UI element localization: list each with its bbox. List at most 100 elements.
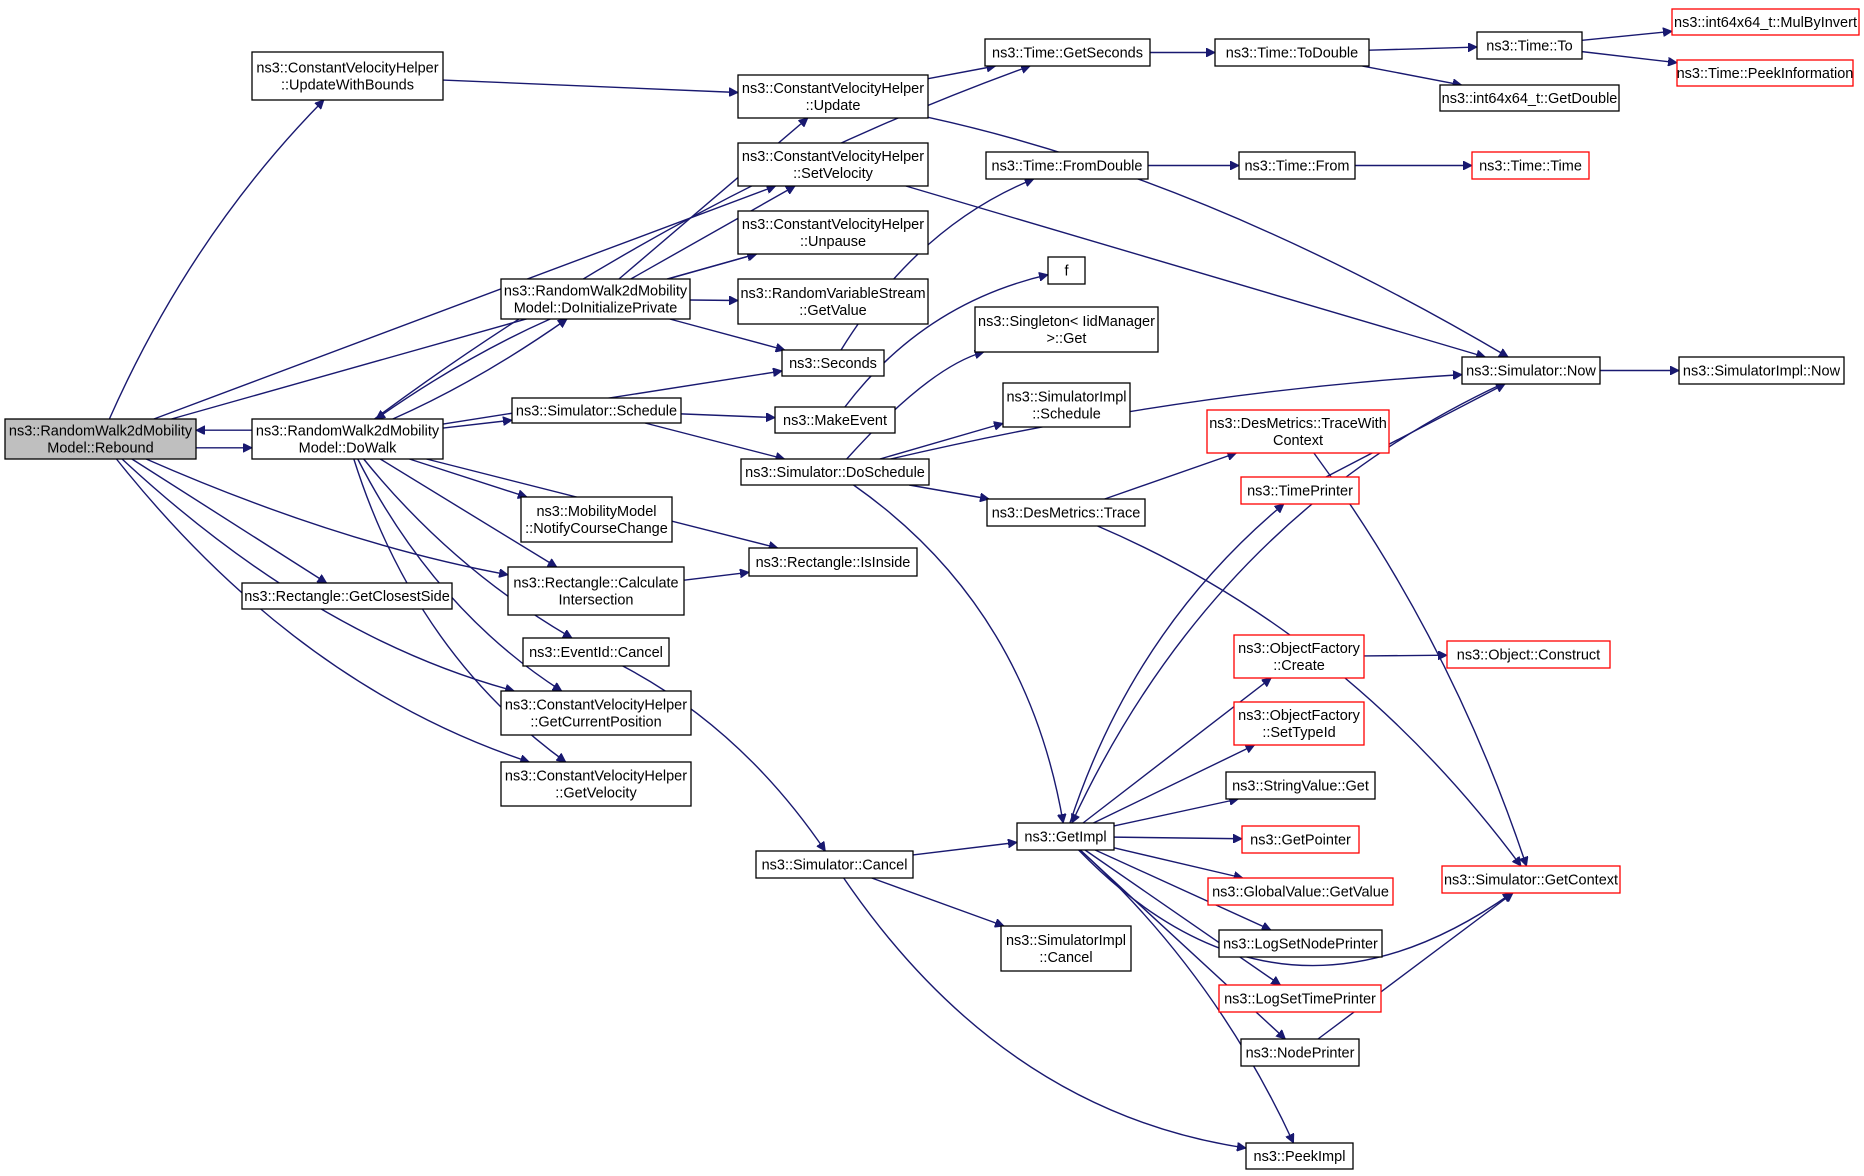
node-box — [1207, 877, 1394, 906]
node-sim-schedule[interactable]: ns3::Simulator::Schedule — [511, 397, 682, 424]
node-cvh-getvelocity[interactable]: ns3::ConstantVelocityHelper::GetVelocity — [500, 761, 692, 807]
edge-time_todouble-to-time_to — [1368, 47, 1477, 50]
node-logsetnodeprinter[interactable]: ns3::LogSetNodePrinter — [1218, 929, 1383, 958]
node-objfactory-settypeid[interactable]: ns3::ObjectFactory::SetTypeId — [1233, 701, 1365, 746]
node-timeprinter[interactable]: ns3::TimePrinter — [1240, 476, 1360, 505]
node-label: ns3::SimulatorImpl — [1006, 933, 1126, 949]
edge-sim_doschedule-to-singleton_get — [846, 352, 984, 460]
node-int64-mulbyinvert[interactable]: ns3::int64x64_t::MulByInvert — [1671, 8, 1860, 36]
node-label: ns3::ConstantVelocityHelper — [256, 61, 438, 77]
node-simimpl-cancel[interactable]: ns3::SimulatorImpl::Cancel — [1000, 925, 1132, 972]
edge-arrow — [683, 572, 749, 581]
node-object-construct[interactable]: ns3::Object::Construct — [1446, 640, 1611, 669]
node-singleton-get[interactable]: ns3::Singleton< IidManager>::Get — [974, 306, 1159, 353]
node-box — [1047, 256, 1086, 285]
node-time-from[interactable]: ns3::Time::From — [1238, 151, 1356, 180]
node-label: ns3::Simulator::Cancel — [762, 858, 908, 874]
edge-cvh_update-to-sim_now — [927, 116, 1508, 358]
node-eventid-cancel[interactable]: ns3::EventId::Cancel — [522, 637, 670, 667]
edge-getimpl-to-logsetnodeprinter — [1094, 849, 1271, 930]
node-time-fromdouble[interactable]: ns3::Time::FromDouble — [985, 151, 1149, 180]
node-f[interactable]: f — [1047, 256, 1086, 285]
node-cvh-unpause[interactable]: ns3::ConstantVelocityHelper::Unpause — [737, 210, 929, 255]
node-sim-now[interactable]: ns3::Simulator::Now — [1461, 356, 1601, 385]
edge-arrow — [1094, 849, 1271, 930]
node-sim-getcontext[interactable]: ns3::Simulator::GetContext — [1441, 865, 1621, 894]
edge-sim_doschedule-to-getimpl — [853, 484, 1064, 823]
edge-getimpl-to-logsettimeprinter — [1084, 849, 1280, 986]
node-getimpl[interactable]: ns3::GetImpl — [1016, 822, 1115, 851]
node-doinitprivate[interactable]: ns3::RandomWalk2dMobilityModel::DoInitia… — [500, 278, 691, 320]
node-box — [1002, 382, 1131, 428]
edge-arrow — [618, 118, 808, 280]
node-logsettimeprinter[interactable]: ns3::LogSetTimePrinter — [1218, 984, 1382, 1013]
node-label: ns3::GlobalValue::GetValue — [1212, 885, 1389, 901]
edge-arrow — [1362, 65, 1461, 85]
node-notifycoursechange[interactable]: ns3::MobilityModel::NotifyCourseChange — [520, 496, 673, 543]
node-box — [740, 458, 930, 486]
node-label: ns3::StringValue::Get — [1232, 779, 1369, 795]
node-label: ns3::Simulator::DoSchedule — [745, 465, 925, 481]
node-time-to[interactable]: ns3::Time::To — [1476, 31, 1583, 60]
edge-arrow — [669, 318, 785, 350]
node-time-todouble[interactable]: ns3::Time::ToDouble — [1214, 38, 1370, 67]
node-getpointer[interactable]: ns3::GetPointer — [1241, 825, 1360, 854]
node-box — [251, 418, 444, 460]
node-label: ns3::RandomWalk2dMobility — [9, 424, 193, 440]
edge-doinitprivate-to-cvh_unpause — [666, 254, 756, 280]
node-time-time[interactable]: ns3::Time::Time — [1471, 151, 1590, 180]
node-label: ns3::ConstantVelocityHelper — [505, 769, 687, 785]
node-cvh-setvelocity[interactable]: ns3::ConstantVelocityHelper::SetVelocity — [737, 142, 929, 187]
node-peekimpl[interactable]: ns3::PeekImpl — [1245, 1142, 1354, 1170]
node-box — [500, 690, 692, 736]
edge-eventid_cancel-to-sim_cancel — [622, 665, 826, 851]
node-int64-getdouble[interactable]: ns3::int64x64_t::GetDouble — [1439, 84, 1620, 112]
node-box — [974, 306, 1159, 353]
node-box — [737, 74, 929, 119]
node-seconds[interactable]: ns3::Seconds — [781, 349, 885, 377]
edge-arrow — [442, 420, 512, 429]
edge-nodeprinter-to-sim_getcontext — [1317, 893, 1513, 1040]
node-simimpl-schedule[interactable]: ns3::SimulatorImpl::Schedule — [1002, 382, 1131, 428]
edge-getimpl-to-sim_getcontext — [1078, 849, 1512, 967]
edge-arrow — [409, 458, 527, 497]
node-nodeprinter[interactable]: ns3::NodePrinter — [1240, 1038, 1360, 1067]
edge-arrow — [153, 186, 776, 420]
node-layer: ns3::RandomWalk2dMobilityModel::Reboundn… — [4, 8, 1860, 1170]
node-time-peekinfo[interactable]: ns3::Time::PeekInformation — [1676, 59, 1854, 87]
node-rvs-getvalue[interactable]: ns3::RandomVariableStream::GetValue — [737, 278, 929, 325]
node-rect-isinside[interactable]: ns3::Rectangle::IsInside — [748, 547, 918, 577]
node-box — [522, 637, 670, 667]
edge-sim_doschedule-to-simimpl_schedule — [879, 423, 1003, 460]
node-globalvalue-getvalue[interactable]: ns3::GlobalValue::GetValue — [1207, 877, 1394, 906]
edge-getimpl-to-getpointer — [1113, 837, 1242, 839]
edge-arrow — [853, 484, 1064, 823]
edge-desmetrics_trace-to-desmetrics_tracewithcontext — [1104, 453, 1237, 500]
node-getclosestside[interactable]: ns3::Rectangle::GetClosestSide — [241, 582, 453, 610]
node-stringvalue-get[interactable]: ns3::StringValue::Get — [1225, 771, 1376, 800]
node-sim-doschedule[interactable]: ns3::Simulator::DoSchedule — [740, 458, 930, 486]
node-label: ns3::NodePrinter — [1246, 1046, 1355, 1062]
node-box — [1214, 38, 1370, 67]
node-time-getseconds[interactable]: ns3::Time::GetSeconds — [984, 38, 1151, 67]
edge-arrow — [905, 185, 1485, 357]
edge-sim_schedule-to-sim_doschedule — [644, 422, 785, 459]
node-objfactory-create[interactable]: ns3::ObjectFactory::Create — [1233, 634, 1365, 679]
node-cvh-update[interactable]: ns3::ConstantVelocityHelper::Update — [737, 74, 929, 119]
node-updatewithbounds[interactable]: ns3::ConstantVelocityHelper::UpdateWithB… — [251, 51, 444, 101]
edge-updatewithbounds-to-cvh_update — [442, 79, 738, 92]
edge-arrow — [909, 484, 989, 499]
edge-sim_cancel-to-peekimpl — [843, 877, 1246, 1148]
node-cvh-getcurrentposition[interactable]: ns3::ConstantVelocityHelper::GetCurrentP… — [500, 690, 692, 736]
node-desmetrics-trace[interactable]: ns3::DesMetrics::Trace — [986, 498, 1146, 527]
node-sim-cancel[interactable]: ns3::Simulator::Cancel — [755, 850, 914, 879]
node-simimpl-now[interactable]: ns3::SimulatorImpl::Now — [1678, 356, 1845, 385]
node-makeevent[interactable]: ns3::MakeEvent — [774, 406, 896, 434]
node-label: ns3::Seconds — [789, 356, 877, 372]
node-box — [1471, 151, 1590, 180]
